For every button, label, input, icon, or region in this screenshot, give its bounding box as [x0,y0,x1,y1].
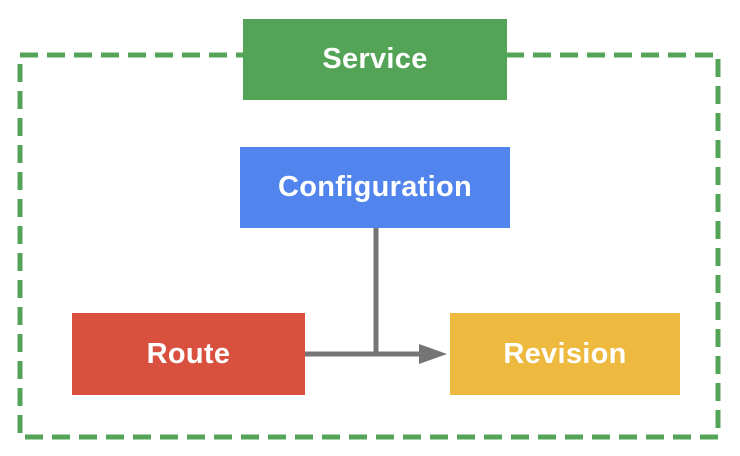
node-configuration-label: Configuration [278,171,472,203]
node-route-label: Route [146,337,231,370]
node-configuration[interactable]: Configuration [240,147,510,228]
revision-arrowhead-icon [419,344,447,364]
node-revision-label: Revision [503,337,627,370]
node-service[interactable]: Service [243,19,507,100]
node-service-label: Service [322,43,428,75]
node-revision[interactable]: Revision [450,313,680,395]
node-route[interactable]: Route [72,313,305,395]
